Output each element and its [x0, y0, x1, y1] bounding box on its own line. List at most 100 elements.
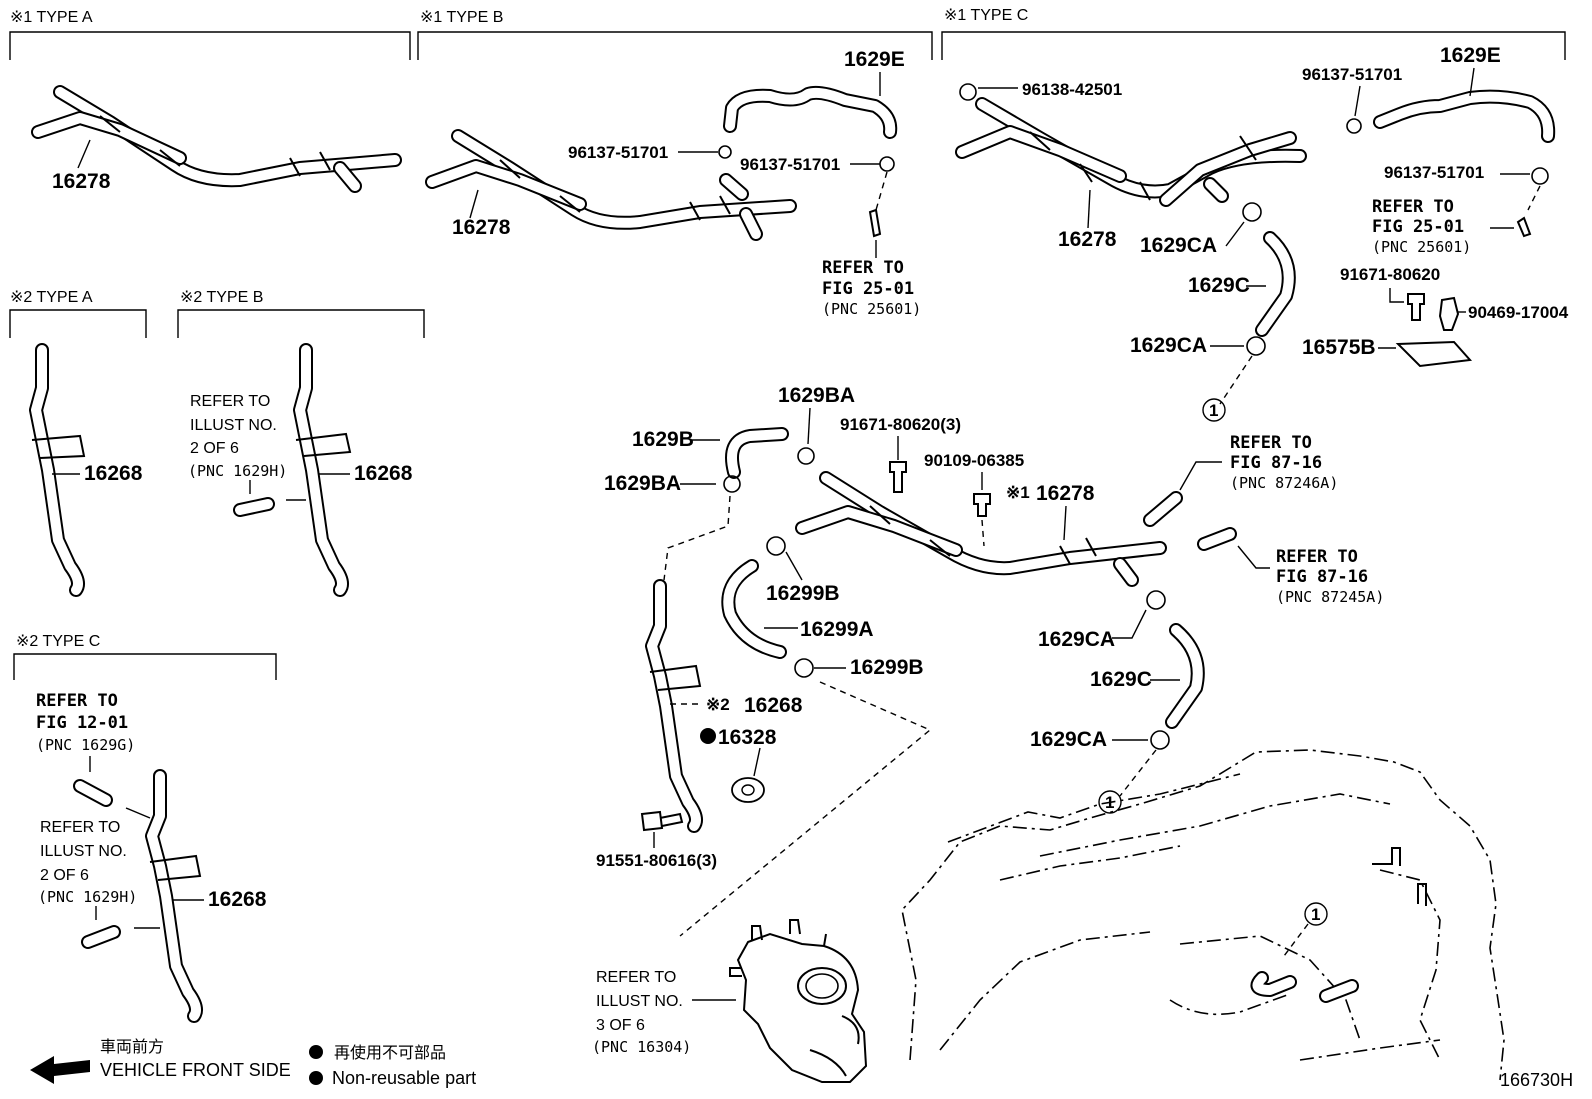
hose-1629B — [725, 427, 789, 479]
label-c1-91671: 91671-80620 — [1340, 265, 1440, 284]
header-type-b2: ※2 TYPE B — [180, 289, 263, 306]
label-c1-90469: 90469-17004 — [1468, 303, 1569, 322]
label-m-91551: 91551-80616(3) — [596, 851, 717, 870]
label-m-1629CA-a: 1629CA — [1038, 628, 1115, 651]
label-m-90109: 90109-06385 — [924, 451, 1024, 470]
label-c1-ref1: REFER TO — [1372, 197, 1454, 217]
label-c2-ref5: ILLUST NO. — [40, 843, 127, 860]
ref-circle — [1304, 902, 1328, 926]
label-m-ref87b3: (PNC 87245A) — [1276, 588, 1384, 606]
clamp-icon — [1246, 336, 1266, 356]
legend-nonreuse: Non-reusable part — [332, 1068, 476, 1088]
label-m-ref87a1: REFER TO — [1230, 433, 1312, 453]
hose-1629C-type-c — [1255, 231, 1296, 337]
water-pipe-16268-type-c — [125, 769, 203, 1023]
water-pipe-16278-type-c — [955, 97, 1307, 207]
label-c1-96138: 96138-42501 — [1022, 80, 1122, 99]
label-m-ref87a2: FIG 87-16 — [1230, 453, 1322, 473]
label-b1-ref2: FIG 25-01 — [822, 279, 914, 299]
clamp-icon — [794, 658, 814, 678]
label-m-16278: 16278 — [1036, 482, 1095, 505]
label-b1-ref3: (PNC 25601) — [822, 300, 921, 318]
header-type-c1: ※1 TYPE C — [944, 7, 1028, 24]
label-m-1629C: 1629C — [1090, 668, 1152, 691]
label-b1-ref1: REFER TO — [822, 258, 904, 278]
clamp-icon — [1346, 118, 1362, 134]
label-m-ref163-4: (PNC 16304) — [592, 1038, 691, 1056]
label-b2-16268: 16268 — [354, 462, 413, 485]
engine-pipe-end — [1372, 847, 1427, 906]
ref-circle — [1098, 790, 1122, 814]
engine-hose-stub — [1319, 979, 1359, 1003]
water-inlet-housing — [729, 919, 868, 1083]
legend-dot-icon — [309, 1045, 323, 1059]
header-type-b1: ※1 TYPE B — [420, 9, 503, 26]
legend-jp-nonreuse: 再使用不可部品 — [334, 1043, 446, 1062]
bracket-icon — [1395, 340, 1473, 368]
label-m-1629B: 1629B — [632, 428, 694, 451]
label-b2-ref1: REFER TO — [190, 393, 270, 410]
label-m-1629BA-a: 1629BA — [778, 384, 855, 407]
label-b1-1629E: 1629E — [844, 48, 905, 71]
label-m-16299B-a: 16299B — [766, 582, 840, 605]
hose-stub — [1197, 527, 1237, 551]
label-b2-ref3: 2 OF 6 — [190, 440, 239, 457]
water-pipe-16268-main — [645, 579, 703, 833]
header-type-a2: ※2 TYPE A — [10, 289, 93, 306]
label-b2-ref2: ILLUST NO. — [190, 417, 277, 434]
water-pipe-16268-type-a — [29, 343, 86, 597]
water-pipe-16278-main — [795, 471, 1167, 587]
label-m-1629CA-b: 1629CA — [1030, 728, 1107, 751]
label-c1-96137a: 96137-51701 — [1302, 65, 1402, 84]
label-b2-ref4: (PNC 1629H) — [188, 462, 287, 480]
header-type-a1: ※1 TYPE A — [10, 9, 93, 26]
ref-circle — [1202, 398, 1226, 422]
label-m-ref163-1: REFER TO — [596, 969, 676, 986]
label-c2-16268: 16268 — [208, 888, 267, 911]
legend-front: VEHICLE FRONT SIDE — [100, 1060, 291, 1080]
label-c1-96137b: 96137-51701 — [1384, 163, 1484, 182]
clamp-icon — [1531, 167, 1549, 185]
bolt-icon — [973, 493, 991, 517]
clamp-icon — [1242, 202, 1262, 222]
water-pipe-16278-type-b — [425, 129, 797, 241]
bolt-icon — [1407, 293, 1425, 321]
label-a2-16268: 16268 — [84, 462, 143, 485]
hose-16299A — [721, 559, 787, 659]
label-b1-96137b: 96137-51701 — [740, 155, 840, 174]
label-m-ref87b2: FIG 87-16 — [1276, 567, 1368, 587]
label-m-16299A: 16299A — [800, 618, 874, 641]
hose-1629C-main — [1165, 623, 1205, 729]
hose-stub — [233, 497, 275, 517]
label-m-ref163-3: 3 OF 6 — [596, 1017, 645, 1034]
label-m-16299B-b: 16299B — [850, 656, 924, 679]
clamp-icon — [1146, 590, 1166, 610]
hose-1629E-type-c — [1373, 89, 1556, 143]
section-brackets — [9, 31, 1566, 680]
label-m-ref163-2: ILLUST NO. — [596, 993, 683, 1010]
label-m-ref87b1: REFER TO — [1276, 547, 1358, 567]
clamp-icon — [718, 145, 732, 159]
label-c1-ref2: FIG 25-01 — [1372, 217, 1464, 237]
label-c1-1629CA-a: 1629CA — [1140, 234, 1217, 257]
label-circle1-c: 1 — [1311, 905, 1320, 924]
label-c1-1629C: 1629C — [1188, 274, 1250, 297]
non-reusable-dot — [700, 728, 716, 744]
legend-jp-front: 車両前方 — [100, 1037, 164, 1056]
label-c2-ref4: REFER TO — [40, 819, 120, 836]
clamp-icon — [1150, 730, 1170, 750]
label-m-1629BA-b: 1629BA — [604, 472, 681, 495]
label-c2-ref2: FIG 12-01 — [36, 713, 128, 733]
label-m-91671: 91671-80620(3) — [840, 415, 961, 434]
gasket-16328 — [731, 777, 765, 803]
clamp-icon — [879, 156, 895, 172]
header-type-c2: ※2 TYPE C — [16, 633, 100, 650]
label-b1-96137a: 96137-51701 — [568, 143, 668, 162]
hose-stub — [81, 925, 121, 949]
clamp-icon — [723, 475, 741, 493]
engine-hose-stub — [1250, 971, 1297, 997]
label-circle1-a: 1 — [1209, 401, 1218, 420]
water-pipe-16268-type-b — [293, 343, 352, 597]
